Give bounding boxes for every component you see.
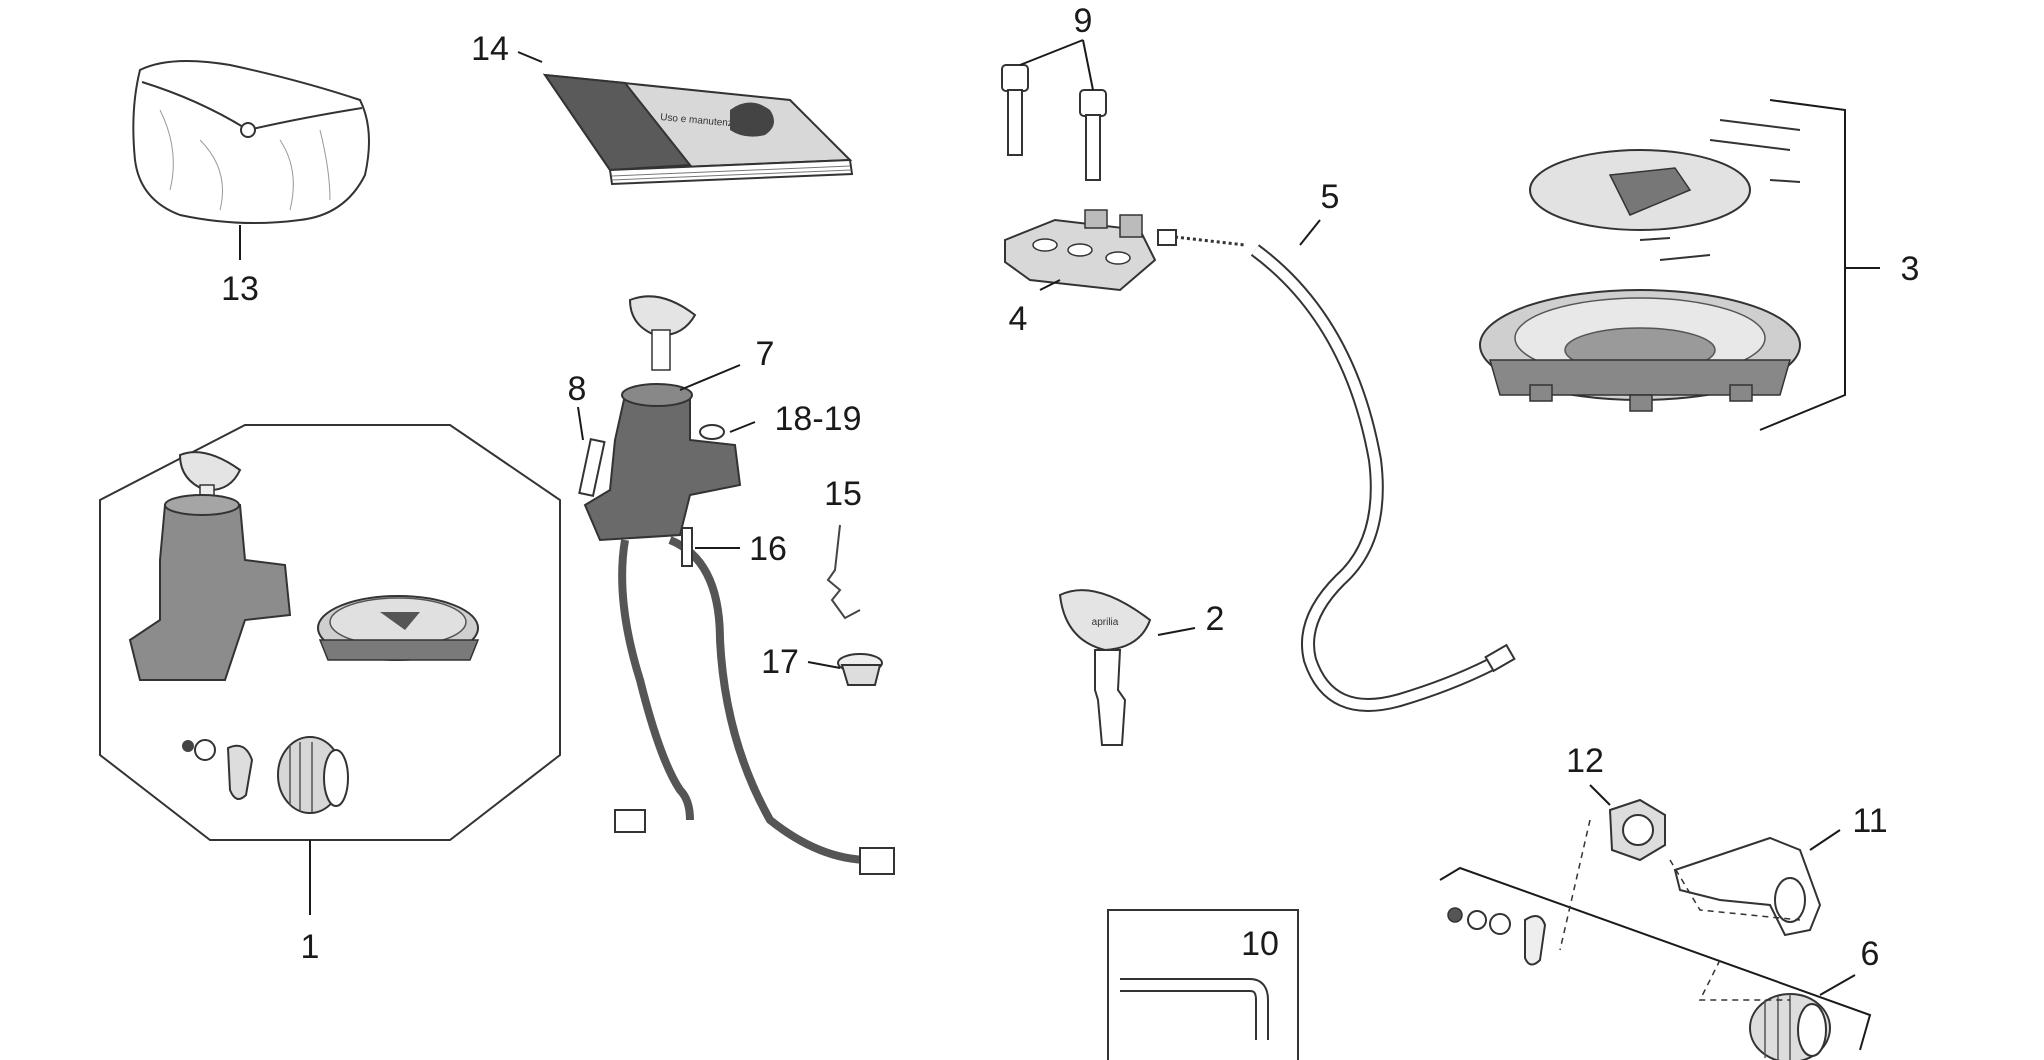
part-10-hex-key-inner [1120,980,1267,1040]
leader-17 [807,661,841,669]
part-11-lock-plate [1673,836,1822,937]
callout-15: 15 [824,475,862,513]
callout-8: 8 [568,370,587,408]
callout-4: 4 [1009,300,1028,338]
lock-screw [1447,907,1463,923]
callout-18-19: 18-19 [775,400,862,438]
part-7-ignition-switch [583,295,742,542]
callout-9: 9 [1074,2,1093,40]
lock-cam [1524,915,1547,966]
part-13-cover-bag [132,60,370,225]
callout-3: 3 [1901,250,1920,288]
cable-nipple [1484,643,1516,673]
part-4-bracket [1004,209,1157,292]
dashed-assembly-lines [1559,819,1801,1001]
leader-6 [1819,974,1856,996]
cable-spring [1174,235,1246,247]
part-3-fuel-cap-assembly [1479,119,1801,412]
part-5-cable-inner [1252,245,1493,710]
harness-cable-b [668,536,871,864]
leader-9b [1082,39,1094,91]
callout-14: 14 [471,30,509,68]
leader-14 [517,51,543,63]
leader-5 [1299,219,1321,246]
connector-b [859,847,895,875]
part-2-key: aprilia [1058,589,1152,746]
leader-2 [1157,627,1196,636]
callout-1: 1 [301,928,320,966]
part-14-owners-manual: Uso e manutenzione [542,73,854,186]
part-18-19-washer [699,424,725,440]
callout-7: 7 [756,335,775,373]
part-9-bolts [1001,64,1107,181]
leader-18-19 [729,421,756,433]
part-6-lock-cylinder [1749,993,1831,1060]
callout-6: 6 [1861,935,1880,973]
leader-8 [577,406,584,441]
callout-2: 2 [1206,600,1225,638]
part-15-spring-clip [826,524,861,620]
part-16-screw [681,527,693,567]
part-17-grommet [837,653,883,686]
part-12-nut [1608,798,1666,862]
callout-16: 16 [749,530,787,568]
callout-17: 17 [761,643,799,681]
leader-12 [1589,784,1611,806]
leader-11 [1809,829,1841,851]
part-1-lock-kit [99,424,561,841]
lock-ring [1489,913,1511,935]
bracket-3 [1759,99,1846,431]
harness-cable-a [618,539,694,821]
cable-end-fitting [1157,229,1177,246]
callout-10: 10 [1241,925,1279,963]
lock-washer [1467,910,1487,930]
leader-9a [1019,39,1084,66]
key-brand-text: aprilia [1092,617,1119,628]
callout-11: 11 [1852,802,1887,840]
frame-line-6 [1439,866,1872,1051]
part-8-bolt [578,437,606,498]
leader-7 [679,364,741,391]
callout-12: 12 [1566,742,1604,780]
callout-5: 5 [1321,178,1340,216]
leader-4 [1039,279,1061,291]
connector-a [614,809,646,833]
callout-13: 13 [221,270,259,308]
